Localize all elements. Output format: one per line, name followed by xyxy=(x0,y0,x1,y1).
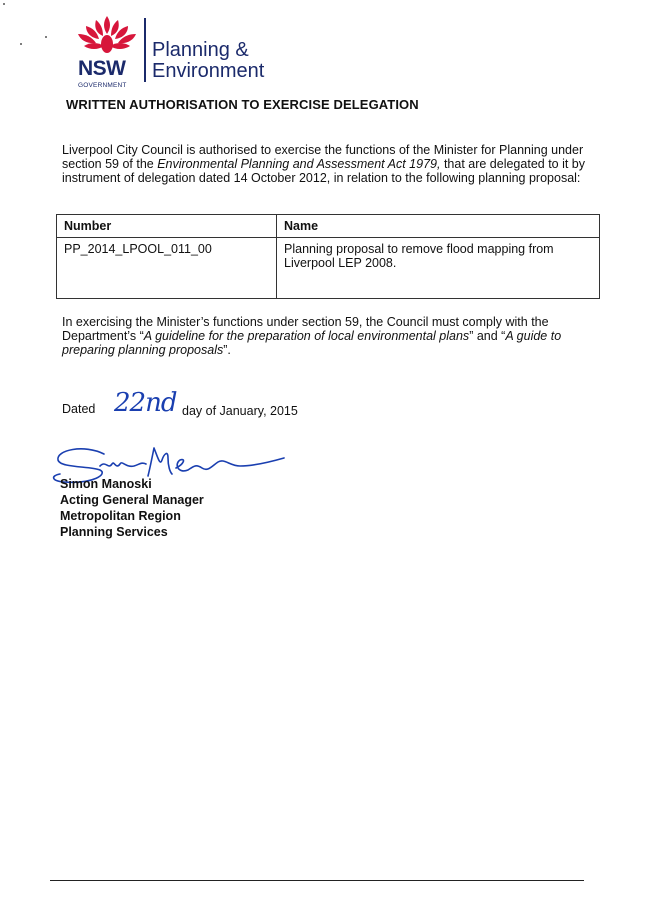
compliance-paragraph: In exercising the Minister’s functions u… xyxy=(62,315,602,357)
act-title: Environmental Planning and Assessment Ac… xyxy=(157,157,441,171)
guideline-title: A guideline for the preparation of local… xyxy=(143,329,470,343)
scan-speck xyxy=(3,3,5,5)
government-wordmark: GOVERNMENT xyxy=(78,82,127,89)
scan-speck xyxy=(20,43,22,45)
signer-block: Simon Manoski Acting General Manager Met… xyxy=(60,476,204,540)
header-number: Number xyxy=(56,214,277,238)
table-row: PP_2014_LPOOL_011_00 Planning proposal t… xyxy=(56,237,600,299)
footer-rule xyxy=(50,880,584,881)
compliance-text-3: ”. xyxy=(223,343,231,357)
dated-label: Dated xyxy=(62,402,96,416)
date-text: day of January, 2015 xyxy=(182,404,298,418)
signer-title: Acting General Manager xyxy=(60,493,204,507)
dated-line: Dated 22nd day of January, 2015 xyxy=(62,388,362,424)
department-name-line2: Environment xyxy=(152,60,265,82)
scan-speck xyxy=(45,36,47,38)
intro-text-1: Liverpool City Council is authorised to … xyxy=(62,143,584,171)
proposal-number-cell: PP_2014_LPOOL_011_00 xyxy=(56,237,277,299)
logo-divider xyxy=(144,18,146,82)
proposal-name-cell: Planning proposal to remove flood mappin… xyxy=(276,237,600,299)
guide-title: A guide to preparing planning proposals xyxy=(62,329,562,357)
nsw-planning-environment-logo: NSW GOVERNMENT Planning & Environment xyxy=(74,14,304,89)
compliance-text-1: In exercising the Minister’s functions u… xyxy=(62,315,549,343)
compliance-text-2: ” and “ xyxy=(469,329,506,343)
intro-text-2: that are delegated to it by instrument o… xyxy=(62,157,586,185)
document-heading: WRITTEN AUTHORISATION TO EXERCISE DELEGA… xyxy=(66,97,419,112)
planning-proposal-table: Number Name PP_2014_LPOOL_011_00 Plannin… xyxy=(56,214,600,299)
signer-division: Planning Services xyxy=(60,525,168,539)
intro-paragraph: Liverpool City Council is authorised to … xyxy=(62,143,602,185)
table-header-row: Number Name xyxy=(56,214,600,238)
handwritten-signature xyxy=(52,447,285,484)
nsw-wordmark: NSW xyxy=(78,57,126,80)
department-name-line1: Planning & xyxy=(152,39,249,61)
signer-region: Metropolitan Region xyxy=(60,509,181,523)
handwritten-day: 22nd xyxy=(114,388,177,418)
signer-name: Simon Manoski xyxy=(60,477,152,491)
waratah-flower-icon xyxy=(78,16,136,53)
header-name: Name xyxy=(276,214,600,238)
